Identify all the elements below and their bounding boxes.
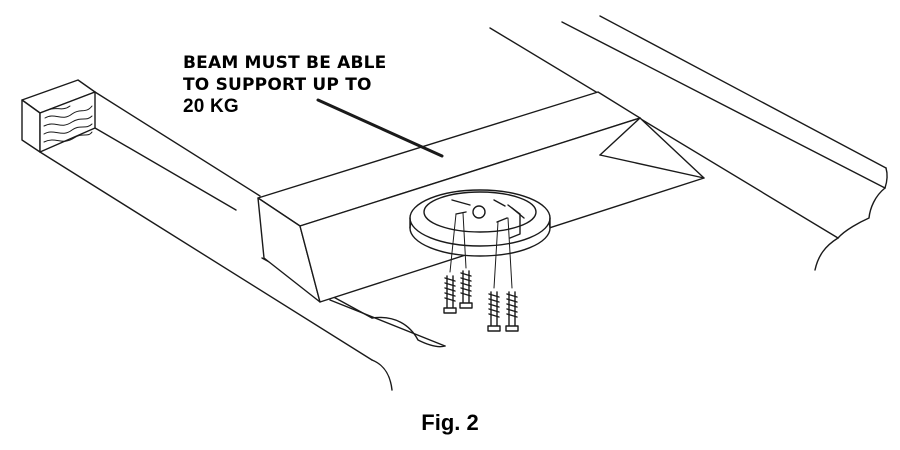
screw-4	[505, 291, 519, 332]
callout-line-3: 20 KG	[183, 96, 239, 117]
screw-2	[459, 270, 473, 309]
callout-line-2: TO SUPPORT UP TO	[183, 75, 372, 95]
callout-line-1: BEAM MUST BE ABLE	[183, 53, 387, 73]
screw-1	[443, 275, 457, 314]
screw-guide-lines	[449, 212, 513, 289]
wood-grain	[43, 105, 93, 143]
left-joist	[21, 79, 446, 391]
beam-load-callout: BEAM MUST BE ABLE TO SUPPORT UP TO 20 KG	[183, 52, 387, 118]
callout-leader-line	[316, 98, 444, 158]
figure-caption: Fig. 2	[421, 410, 479, 435]
mount-plate	[409, 189, 551, 257]
screw-3	[487, 291, 501, 332]
right-joists	[489, 15, 888, 271]
